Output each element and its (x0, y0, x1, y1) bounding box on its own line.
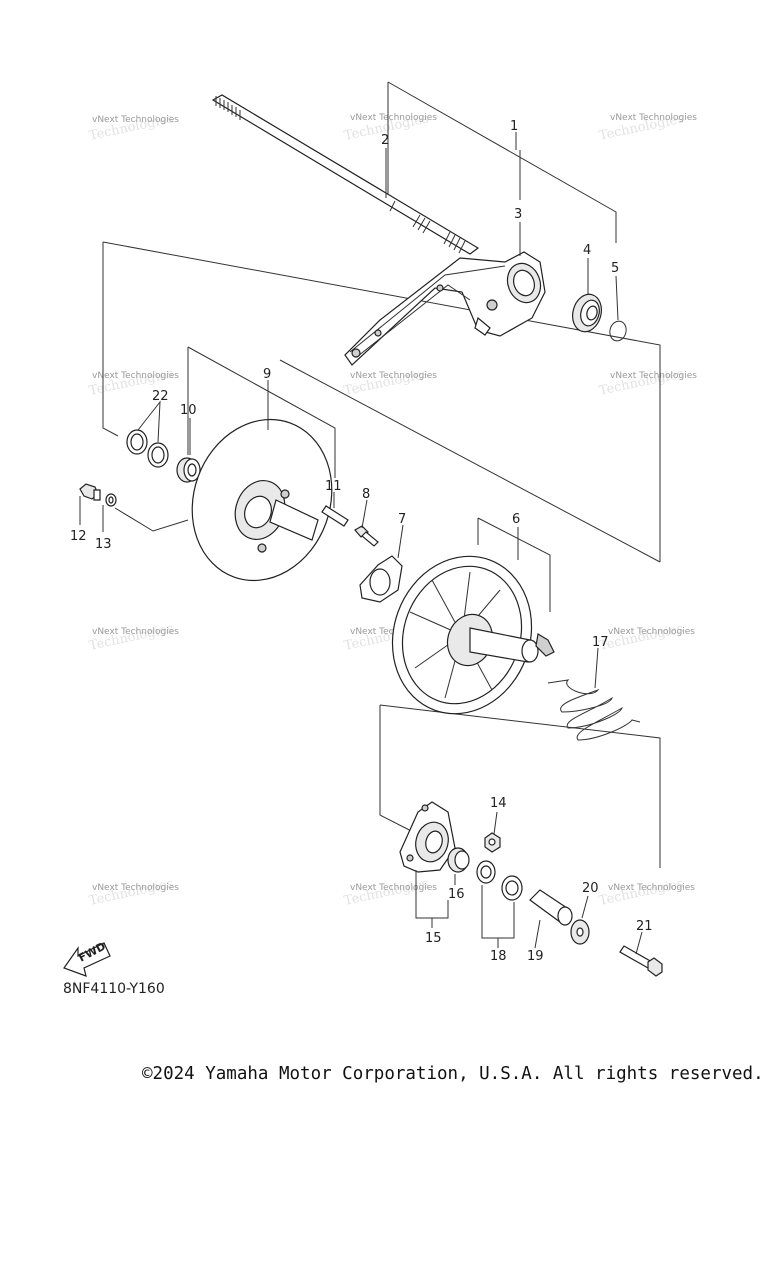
callout-11: 11 (325, 479, 342, 494)
callout-2: 2 (381, 133, 389, 148)
callout-19: 19 (527, 949, 544, 964)
svg-text:vNext Technologies: vNext Technologies (350, 883, 437, 893)
sleeve (529, 889, 573, 926)
svg-text:vNext Technologies: vNext Technologies (610, 113, 697, 123)
watermark-12: Technologies vNext Technologies (598, 876, 696, 909)
watermark-2: Technologies vNext Technologies (343, 111, 438, 144)
watermark-3: Technologies vNext Technologies (598, 111, 698, 144)
small-washer (105, 493, 117, 507)
leader-lines (79, 132, 643, 955)
gasket (359, 555, 403, 603)
callout-13: 13 (95, 537, 112, 552)
drive-shaft (211, 94, 480, 255)
bearing (572, 293, 602, 333)
screw (354, 525, 379, 547)
svg-text:vNext Technologies: vNext Technologies (92, 883, 179, 893)
assembly-frame-nine (187, 346, 336, 478)
callout-21: 21 (636, 919, 653, 934)
washer-pair (126, 429, 169, 468)
callout-12: 12 (70, 529, 87, 544)
callout-16: 16 (448, 887, 465, 902)
callout-9: 9 (263, 367, 271, 382)
collar (176, 457, 201, 483)
watermark-9: Technologies vNext Technologies (598, 621, 696, 654)
fwd-arrow-icon: FWD (63, 940, 111, 977)
watermark-7: Technologies vNext Technologies (88, 621, 180, 654)
callout-10: 10 (180, 403, 197, 418)
bushing-pair (476, 860, 523, 901)
callout-15: 15 (425, 931, 442, 946)
svg-text:vNext Technologies: vNext Technologies (350, 113, 437, 123)
callout-5: 5 (611, 261, 619, 276)
watermark-6: Technologies vNext Technologies (598, 366, 698, 399)
watermark-1: Technologies vNext Technologies (88, 111, 180, 144)
callout-6: 6 (512, 512, 520, 527)
svg-text:vNext Technologies: vNext Technologies (92, 627, 179, 637)
callout-17: 17 (592, 635, 609, 650)
cover-assembly (399, 801, 456, 873)
bracket-arm (344, 251, 546, 366)
svg-text:vNext Technologies: vNext Technologies (608, 627, 695, 637)
callout-8: 8 (362, 487, 370, 502)
assembly-frame-top (387, 81, 617, 243)
oil-seal (447, 847, 470, 873)
callout-1: 1 (510, 119, 518, 134)
svg-text:vNext Technologies: vNext Technologies (92, 115, 179, 125)
svg-text:vNext Technologies: vNext Technologies (608, 883, 695, 893)
thick-washer (570, 919, 590, 945)
movable-sheave (391, 555, 555, 715)
spring (547, 679, 641, 741)
watermark-5: Technologies vNext Technologies (343, 366, 438, 399)
svg-text:vNext Technologies: vNext Technologies (350, 371, 437, 381)
callout-7: 7 (398, 512, 406, 527)
assembly-frame-main (102, 241, 661, 563)
assembly-frame-six (477, 517, 551, 612)
nut (484, 832, 501, 853)
fixed-sheave (191, 418, 333, 582)
watermark-11: Technologies vNext Technologies (343, 876, 438, 909)
watermark-10: Technologies vNext Technologies (88, 876, 180, 909)
callout-20: 20 (582, 881, 599, 896)
circlip (609, 320, 627, 342)
stud (321, 505, 349, 527)
svg-text:vNext Technologies: vNext Technologies (92, 371, 179, 381)
callout-4: 4 (583, 243, 591, 258)
callout-14: 14 (490, 796, 507, 811)
svg-text:vNext Technologies: vNext Technologies (610, 371, 697, 381)
callout-3: 3 (514, 207, 522, 222)
callout-22: 22 (152, 389, 169, 404)
diagram-reference-code: 8NF4110-Y160 (63, 981, 165, 997)
copyright-notice: ©2024 Yamaha Motor Corporation, U.S.A. A… (142, 1064, 764, 1084)
long-bolt (619, 945, 663, 977)
callout-18: 18 (490, 949, 507, 964)
flange-bolt (79, 483, 101, 501)
